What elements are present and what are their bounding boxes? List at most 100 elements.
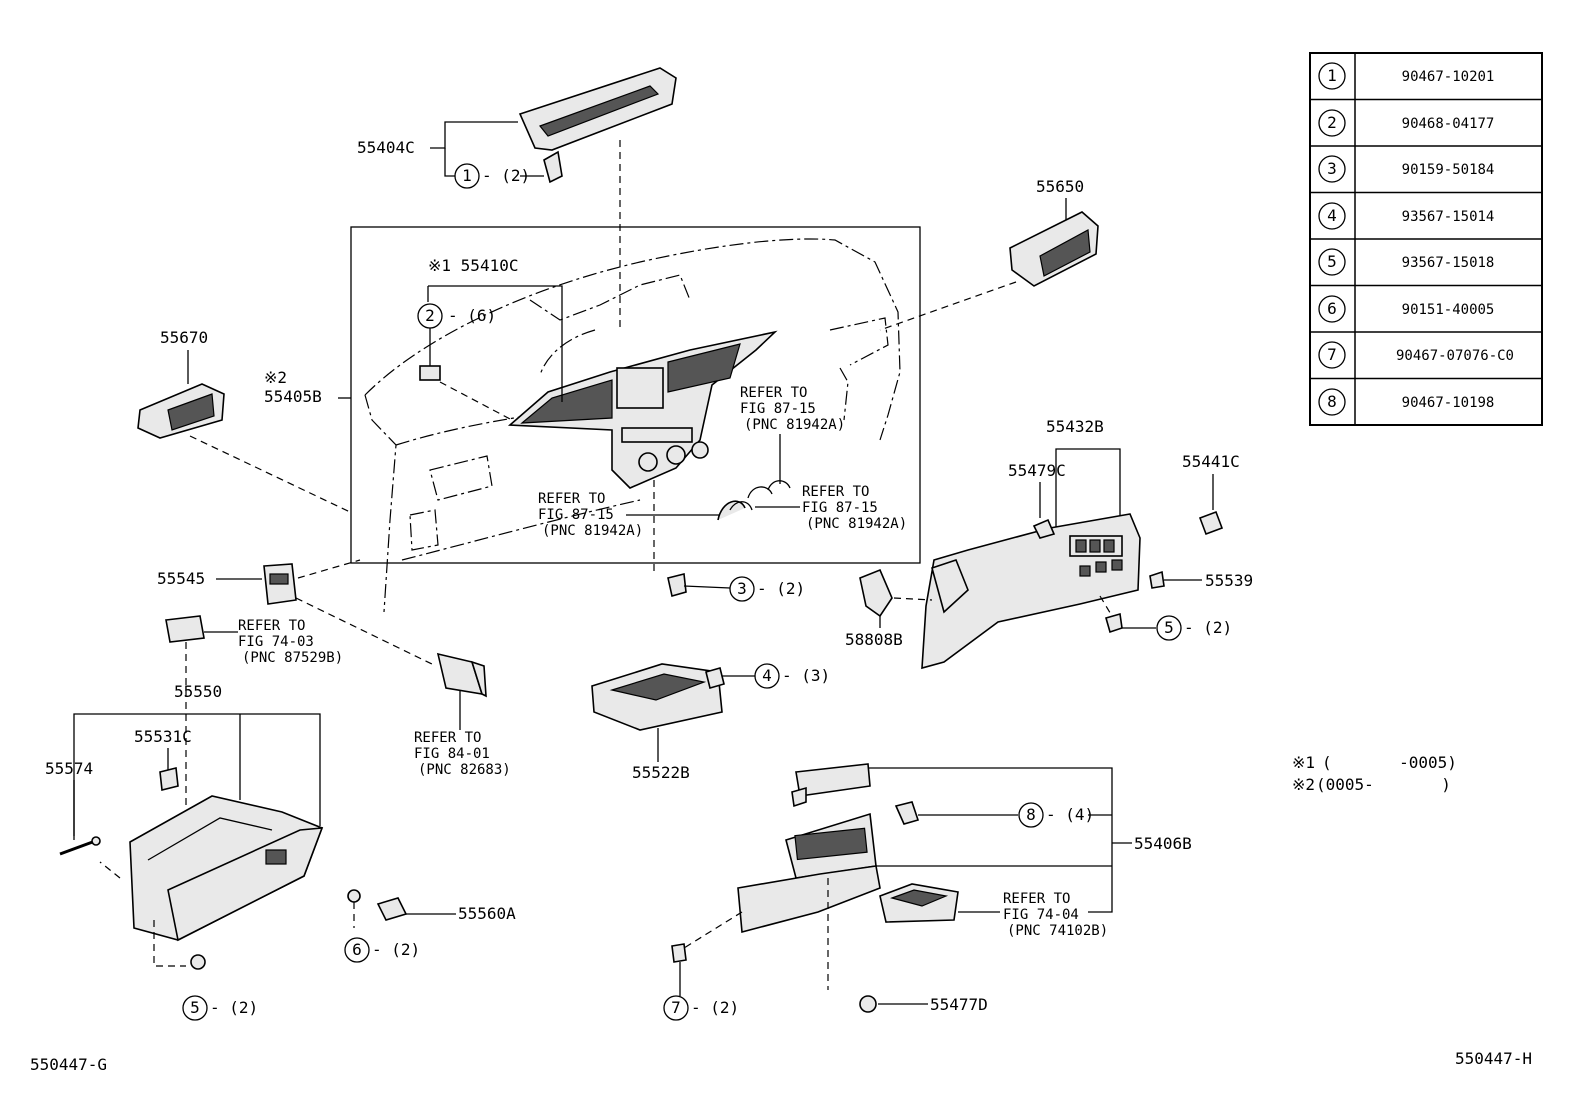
bolt-ref: 6	[1327, 299, 1337, 318]
part-label-55477D: 55477D	[930, 995, 988, 1014]
callout-qty: - (2)	[1184, 618, 1232, 637]
part-label-55405B: 55405B	[264, 387, 322, 406]
callout-number: 3	[737, 579, 747, 598]
bolt-part-number: 90467-10201	[1402, 69, 1495, 85]
figure-code-left: 550447-G	[30, 1055, 107, 1074]
callout-circle-4	[754, 663, 780, 689]
callout-qty: - (2)	[372, 940, 420, 959]
clip-icon	[419, 365, 441, 381]
bolt-ref: 5	[1327, 252, 1337, 271]
refer-line: (PNC 74102B)	[1007, 923, 1108, 939]
callout-number: 7	[671, 998, 681, 1017]
part-label-55404C: 55404C	[357, 138, 415, 157]
clip-icon	[1149, 570, 1165, 589]
callout-circle-1	[454, 163, 480, 189]
plug-55477D	[859, 995, 877, 1013]
bolt-table-row: 2 90468-04177	[1318, 109, 1495, 137]
refer-note: REFER TO FIG 87-15 (PNC 81942A)	[802, 484, 907, 532]
instrument-panel-drawing	[364, 238, 901, 613]
bolt-table-row: 3 90159-50184	[1318, 155, 1494, 183]
part-label-55405B-note: ※2	[264, 368, 287, 387]
shift-bezel-55432B	[921, 513, 1141, 670]
bolt-table-row: 4 93567-15014	[1318, 202, 1495, 230]
part-label-55522B: 55522B	[632, 763, 690, 782]
part-label-55550: 55550	[174, 682, 222, 701]
bolt-ref: 2	[1327, 113, 1337, 132]
bolt-table-row: 6 90151-40005	[1318, 295, 1495, 323]
screw-icon	[1105, 612, 1123, 634]
callout-number: 1	[462, 166, 472, 185]
refer-line: REFER TO	[740, 385, 807, 401]
figure-code-right: 550447-H	[1455, 1049, 1532, 1068]
bolt-part-number: 90467-10198	[1402, 395, 1495, 411]
part-label-55441C: 55441C	[1182, 452, 1240, 471]
bolt-part-number: 93567-15014	[1402, 209, 1495, 225]
bolt-ref: 4	[1327, 206, 1337, 225]
refer-line: REFER TO	[414, 730, 481, 746]
bolt-part-number: 90467-07076-C0	[1396, 348, 1514, 364]
screw-icon	[671, 943, 687, 963]
refer-line: FIG 74-03	[238, 634, 314, 650]
callout-number: 5	[190, 998, 200, 1017]
dashboard-inset-frame	[350, 226, 921, 564]
callout-number: 4	[762, 666, 772, 685]
refer-line: FIG 87-15	[802, 500, 878, 516]
bolt-part-number: 90468-04177	[1402, 116, 1495, 132]
footnote-1: ※1 ( -0005)	[1292, 753, 1457, 772]
refer-line: REFER TO	[538, 491, 605, 507]
refer-line: (PNC 81942A)	[806, 516, 907, 532]
knob-58808B	[859, 568, 893, 618]
footnote-mark: ※1	[1292, 753, 1315, 772]
lamp-74-03	[165, 615, 205, 643]
callout-qty: - (2)	[482, 166, 530, 185]
bolt-table	[1309, 52, 1543, 426]
screw-icon	[190, 954, 206, 970]
refer-note: REFER TO FIG 87-15 (PNC 81942A)	[740, 385, 845, 433]
part-label-55574: 55574	[45, 759, 93, 778]
part-label-55545: 55545	[157, 569, 205, 588]
center-cluster-panel	[507, 330, 778, 489]
footnote-text: ( -0005)	[1322, 753, 1457, 772]
callout-qty: - (3)	[782, 666, 830, 685]
callout-circle-5	[182, 995, 208, 1021]
bolt-table-row: 7 90467-07076-C0	[1318, 341, 1514, 369]
callout-number: 6	[352, 940, 362, 959]
part-label-58808B: 58808B	[845, 630, 903, 649]
callout-number: 5	[1164, 618, 1174, 637]
callout-circle-3	[729, 576, 755, 602]
refer-line: REFER TO	[238, 618, 305, 634]
refer-line: REFER TO	[802, 484, 869, 500]
side-vent-55650	[1009, 211, 1099, 287]
duct-hose	[767, 480, 791, 491]
part-label-55539: 55539	[1205, 571, 1253, 590]
callout-circle-6	[344, 937, 370, 963]
bolt-ref: 8	[1327, 392, 1337, 411]
refer-note: REFER TO FIG 84-01 (PNC 82683)	[414, 730, 511, 778]
duct-hose	[729, 501, 753, 511]
bolt-ref: 3	[1327, 159, 1337, 178]
part-label-55410C: ※1 55410C	[428, 256, 518, 275]
bolt-ref: 7	[1327, 345, 1337, 364]
footnote-text: (0005- )	[1316, 775, 1451, 794]
bolt-table-row: 5 93567-15018	[1318, 248, 1494, 276]
callout-number: 8	[1026, 805, 1036, 824]
callout-circle-8	[1018, 802, 1044, 828]
refer-line: FIG 84-01	[414, 746, 490, 762]
callout-qty: - (2)	[757, 579, 805, 598]
bezel-55406B	[737, 812, 881, 934]
bolt-table-row: 8 90467-10198	[1318, 388, 1495, 416]
duct-hose	[747, 486, 773, 499]
bolt-table-row: 1 90467-10201	[1318, 62, 1495, 90]
screw-icon	[347, 889, 361, 928]
tray-74-04	[879, 883, 959, 923]
rod-icon	[59, 836, 101, 856]
refer-note: REFER TO FIG 74-03 (PNC 87529B)	[238, 618, 343, 666]
refer-line: FIG 87-15	[538, 507, 614, 523]
side-vent-55670	[137, 383, 225, 439]
duct-hose	[717, 500, 746, 521]
callout-qty: - (6)	[448, 306, 496, 325]
screw-icon	[705, 667, 756, 689]
refer-line: (PNC 87529B)	[242, 650, 343, 666]
callout-circle-7	[663, 995, 689, 1021]
bolt-part-number: 90151-40005	[1402, 302, 1495, 318]
